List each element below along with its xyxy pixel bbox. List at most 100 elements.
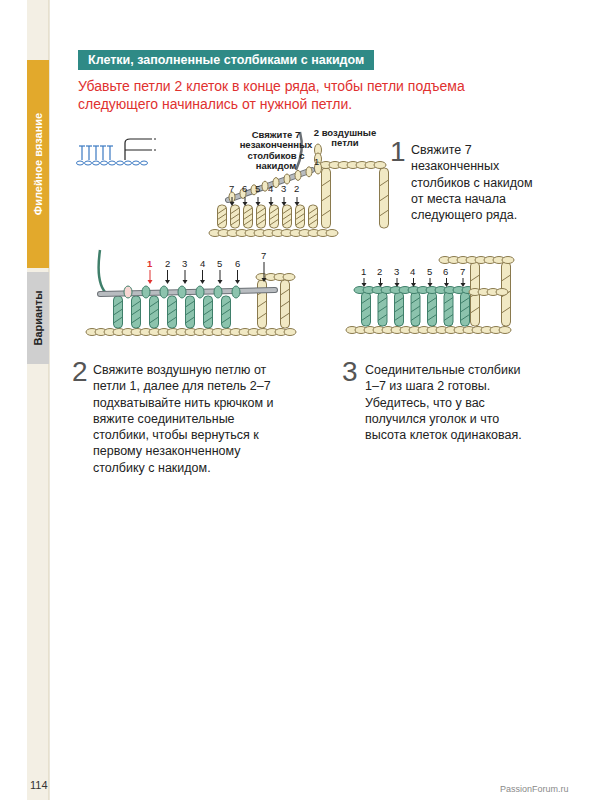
stitch-wrap	[380, 180, 389, 186]
step-number: 3	[342, 358, 358, 386]
chart-symbol	[77, 139, 159, 165]
chart-stitch	[81, 146, 82, 160]
pointer-arrowhead	[183, 280, 188, 284]
stitch-wrap	[281, 301, 290, 307]
stitch-wrap	[380, 210, 389, 216]
chain-loop	[283, 274, 295, 281]
stitch-wrap	[502, 307, 511, 313]
pointer-arrowhead	[461, 283, 466, 287]
sidebar-strip	[27, 0, 49, 800]
stitch-wrap	[296, 214, 305, 220]
stitch-wrap	[395, 298, 404, 304]
stitch-wrap	[362, 298, 371, 304]
hook-loop	[229, 192, 235, 202]
chapter-tab: Филейное вязание	[27, 60, 49, 268]
stitch-wrap	[270, 208, 279, 214]
tab-label: Варианты	[32, 290, 44, 345]
stitch-wrap	[378, 298, 387, 304]
stitch-wrap	[150, 309, 159, 315]
stitch-post	[283, 205, 292, 228]
hook-loop	[160, 286, 168, 298]
step-text: Свяжите воздушную петлю от петли 1, дале…	[93, 362, 291, 476]
stitch-wrap	[283, 208, 292, 214]
stitch-wrap	[471, 307, 480, 313]
stitch-wrap	[150, 317, 159, 323]
stitch-wrap	[296, 219, 305, 225]
stitch-post	[428, 292, 437, 326]
stitch-wrap	[257, 208, 266, 214]
pointer-arrowhead	[200, 280, 205, 284]
stitch-wrap	[218, 208, 227, 214]
callout-number: 7	[460, 267, 465, 277]
stitch-post	[257, 205, 266, 228]
callout-number: 3	[182, 259, 187, 269]
chart-stitch	[88, 146, 89, 160]
hook-loop	[196, 286, 204, 298]
figure-step-2	[86, 250, 296, 336]
hook-loop	[178, 286, 186, 298]
stitch-wrap	[281, 313, 290, 319]
stitch-post	[378, 292, 387, 326]
pointer-arrowhead	[395, 283, 400, 287]
callout-note: 2 воздушные петли	[312, 128, 378, 149]
stitch-wrap	[222, 317, 231, 323]
stitch-wrap	[186, 301, 195, 307]
stitch-wrap	[222, 301, 231, 307]
callout-number: 4	[410, 267, 415, 277]
step-number: 1	[390, 138, 406, 166]
stitch-post	[322, 168, 331, 228]
stitch-wrap	[270, 214, 279, 220]
stitch-wrap	[257, 219, 266, 225]
chart-dash	[150, 150, 158, 151]
stitch-wrap	[380, 195, 389, 201]
pointer-arrowhead	[262, 278, 267, 282]
chart-stitch	[79, 145, 85, 146]
stitch-wrap	[322, 180, 331, 186]
crochet-hook	[228, 170, 312, 200]
stitch-post	[244, 205, 253, 228]
pointer-arrowhead	[148, 280, 153, 284]
stitch-wrap	[362, 315, 371, 321]
stitch-wrap	[428, 298, 437, 304]
chart-chain	[117, 161, 124, 165]
step-text: Соединительные столбики 1–7 из шага 2 го…	[365, 362, 537, 443]
figure-step-3	[346, 257, 514, 334]
stitch-wrap	[378, 306, 387, 312]
pointer-arrowhead	[378, 283, 383, 287]
callout-number: 4	[200, 259, 205, 269]
step-text: Свяжите 7 незаконченных столбиков с наки…	[411, 142, 541, 223]
stitch-wrap	[231, 219, 240, 225]
stitch-wrap	[222, 309, 231, 315]
stitch-wrap	[502, 275, 511, 281]
stitch-wrap	[150, 301, 159, 307]
stitch-post	[461, 292, 470, 326]
callout-number: 1	[361, 267, 366, 277]
callout-number: 3	[394, 267, 399, 277]
chart-stitch	[95, 146, 96, 160]
pointer-arrow	[237, 270, 238, 281]
stitch-post	[218, 205, 227, 228]
tab-label: Филейное вязание	[32, 113, 44, 215]
stitch-wrap	[244, 208, 253, 214]
hook-loop	[142, 286, 150, 298]
callout-note: Свяжите 7 незаконченных столбиков с наки…	[236, 130, 316, 172]
stitch-post	[204, 296, 213, 328]
section-heading: Клетки, заполненные столбиками с накидом	[78, 50, 374, 70]
pointer-arrowhead	[218, 280, 223, 284]
chart-stitch	[109, 146, 110, 160]
stitch-post	[222, 296, 231, 328]
stitch-wrap	[114, 301, 123, 307]
hook-loop	[273, 178, 279, 188]
stitch-post	[395, 292, 404, 326]
callout-number: 7	[261, 251, 266, 261]
stitch-wrap	[186, 309, 195, 315]
chain-loop	[499, 327, 511, 334]
pointer-arrowhead	[295, 202, 300, 206]
pointer-arrowhead	[362, 283, 367, 287]
chart-stitch	[86, 145, 92, 146]
yarn-strand	[99, 250, 108, 295]
stitch-wrap	[114, 309, 123, 315]
chart-stitch	[93, 145, 99, 146]
stitch-wrap	[168, 301, 177, 307]
